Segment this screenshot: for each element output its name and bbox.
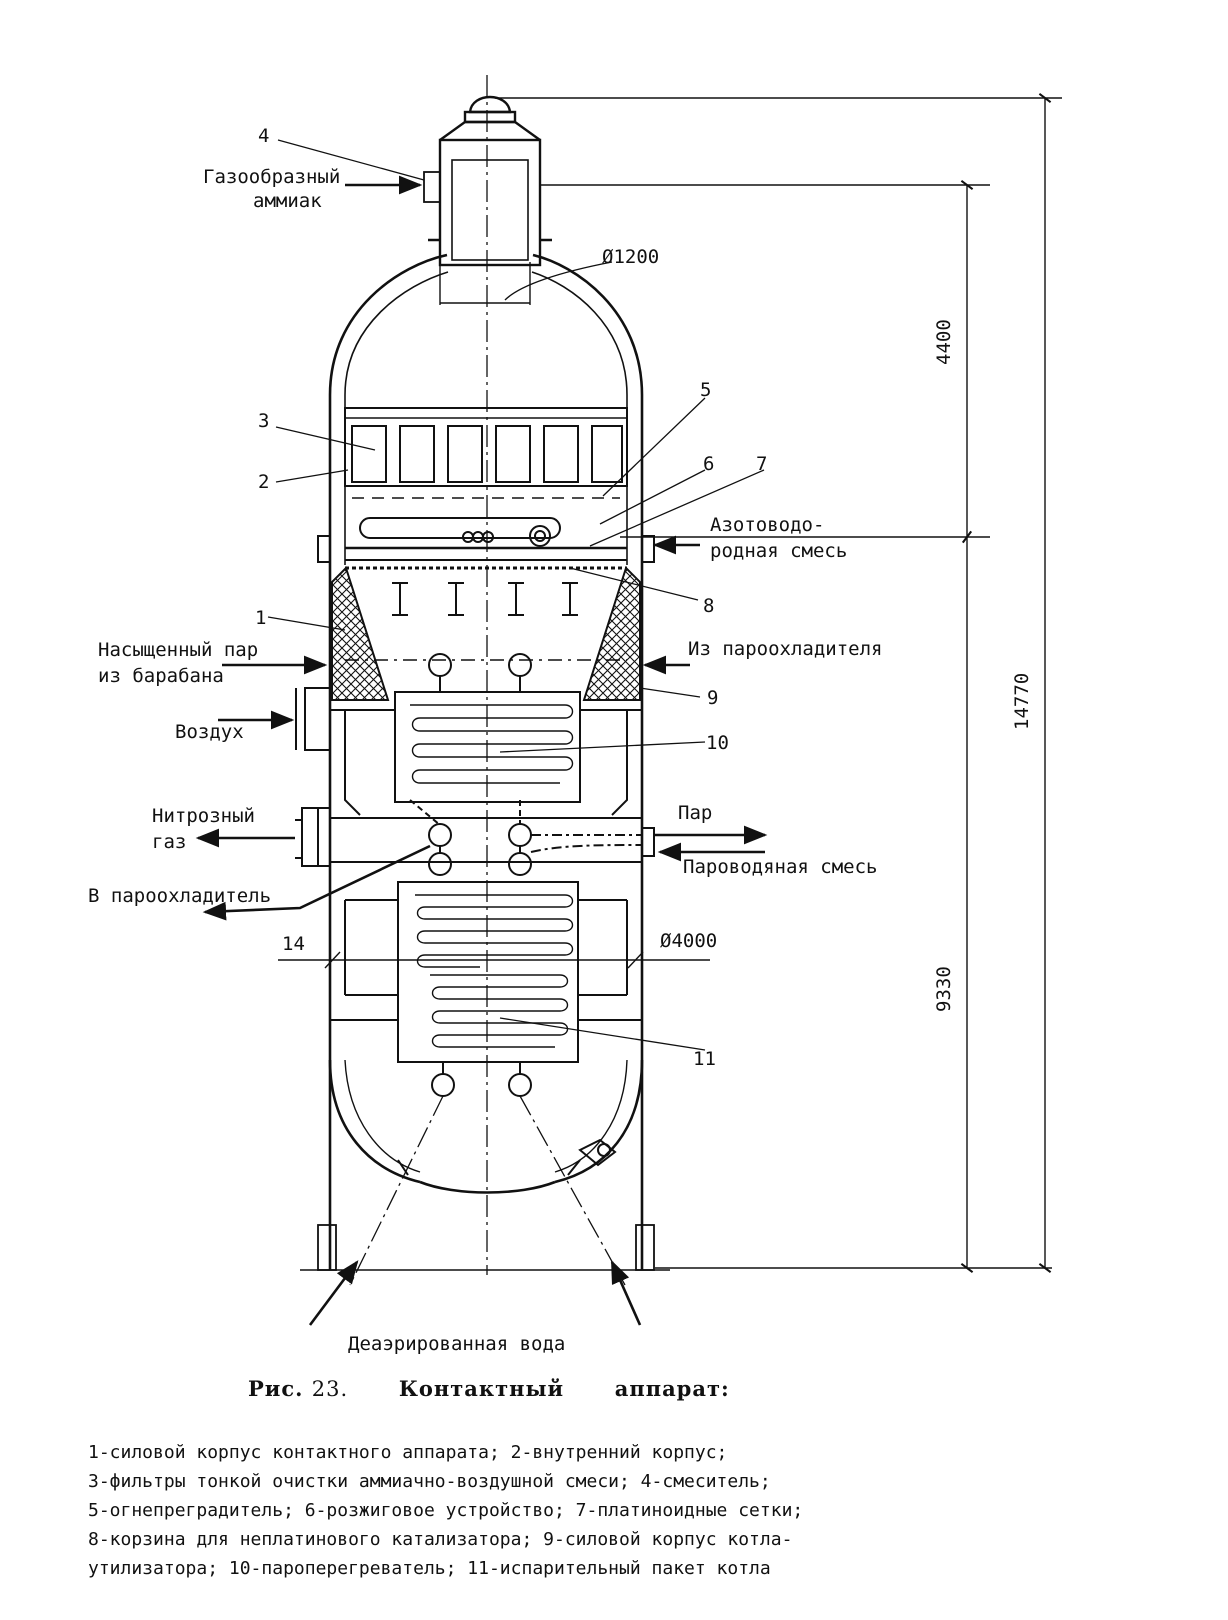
callout-numbers: 4 3 2 5 6 7 8 1 9 10 14 11: [255, 125, 767, 1070]
dim-h-total: 14770: [1011, 673, 1033, 730]
dim-h-top: 4400: [933, 319, 955, 365]
callout-5: 5: [700, 379, 711, 401]
label-from-desuperheater: Из пароохладителя: [688, 638, 882, 660]
legend-line: утилизатора; 10-пароперегреватель; 11-ис…: [88, 1558, 771, 1579]
callout-2: 2: [258, 471, 269, 493]
label-nh-mix-1: Азотоводо-: [710, 514, 824, 536]
figure-legend: 1-силовой корпус контактного аппарата; 2…: [88, 1438, 1208, 1583]
vessel-body: [300, 253, 670, 1271]
deaerated-water-arrow-right: [610, 1259, 642, 1326]
label-to-desuperheater: В пароохладитель: [88, 885, 271, 907]
callout-1: 1: [255, 607, 266, 629]
callout-3: 3: [258, 410, 269, 432]
dim-d-top: Ø1200: [602, 246, 659, 268]
label-sat-steam-1: Насыщенный пар: [98, 639, 258, 661]
label-ammonia-2: аммиак: [253, 190, 322, 212]
flow-arrows: [195, 175, 768, 1326]
caption-number: 23.: [311, 1377, 349, 1401]
callout-4: 4: [258, 125, 269, 147]
air-inlet: [295, 687, 331, 751]
dim-d-body: Ø4000: [660, 930, 717, 952]
legend-line: 8-корзина для неплатинового катализатора…: [88, 1529, 793, 1550]
figure-caption: Рис. 23. Контактный аппарат:: [248, 1376, 730, 1401]
label-air: Воздух: [175, 721, 244, 743]
callout-7: 7: [756, 453, 767, 475]
leader-lines: [267, 139, 765, 1051]
flow-labels: Газообразный аммиак Азотоводо- родная см…: [88, 166, 882, 1355]
caption-prefix: Рис.: [248, 1376, 304, 1401]
evaporator-pack: [330, 881, 642, 1176]
label-nitrous-2: газ: [152, 831, 186, 853]
deaerated-water-arrow-left: [308, 1260, 359, 1326]
callout-8: 8: [703, 595, 714, 617]
label-deaerated-water: Деаэрированная вода: [348, 1333, 565, 1355]
catalyst-basket: [331, 559, 641, 701]
caption-title: Контактный: [398, 1376, 565, 1401]
caption-title-2: аппарат:: [614, 1376, 730, 1401]
legend-line: 1-силовой корпус контактного аппарата; 2…: [88, 1442, 728, 1463]
ignition-device: [317, 517, 655, 563]
legend-line: 3-фильтры тонкой очистки аммиачно-воздуш…: [88, 1471, 771, 1492]
callout-11: 11: [693, 1048, 716, 1070]
centerlines: [349, 75, 626, 1286]
callout-9: 9: [707, 687, 718, 709]
label-nitrous-1: Нитрозный: [152, 805, 255, 827]
dim-h-bottom: 9330: [933, 966, 955, 1012]
label-ammonia-1: Газообразный: [203, 166, 340, 188]
mixer: [423, 95, 552, 267]
legend-line: 5-огнепреградитель; 6-розжиговое устройс…: [88, 1500, 804, 1521]
callout-14: 14: [282, 933, 305, 955]
dimension-lines: [278, 92, 1062, 1274]
callout-6: 6: [703, 453, 714, 475]
filter-block: [344, 407, 628, 499]
header-zone: [295, 807, 655, 876]
to-desuperheater-arrow: [202, 844, 431, 921]
callout-10: 10: [706, 732, 729, 754]
label-steam-water: Пароводяная смесь: [683, 856, 877, 878]
label-sat-steam-2: из барабана: [98, 665, 224, 687]
label-nh-mix-2: родная смесь: [710, 540, 847, 562]
dimension-labels: Ø1200 Ø4000 4400 14770 9330: [602, 246, 1033, 1012]
label-steam: Пар: [678, 802, 712, 824]
